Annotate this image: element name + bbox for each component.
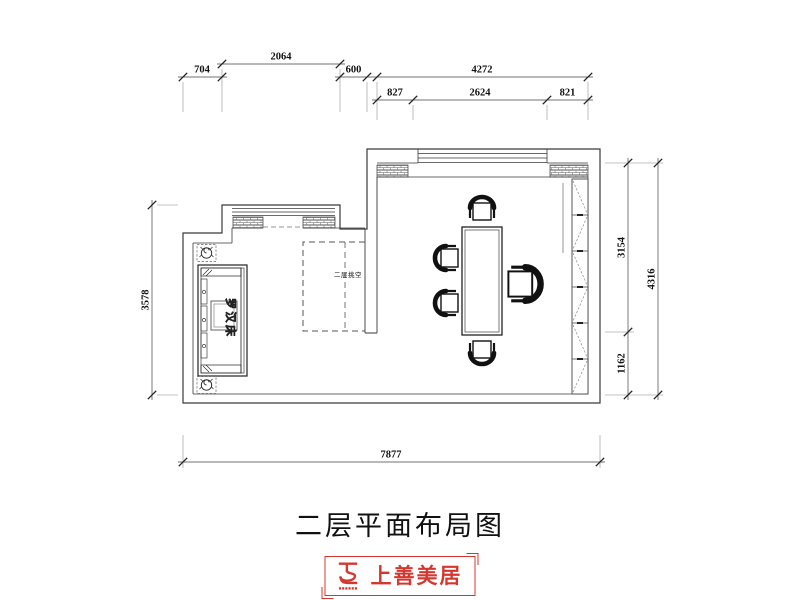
plant-symbol — [196, 244, 217, 262]
plan-title: 二层平面布局图 — [295, 511, 505, 541]
dim-top-2064: 2064 — [271, 52, 293, 63]
void-area: 二层挑空 — [302, 241, 365, 332]
window-right — [376, 153, 589, 178]
void-label: 二层挑空 — [334, 270, 362, 279]
walls — [182, 148, 601, 404]
dim-top-827: 827 — [387, 88, 403, 99]
dim-right-1162: 1162 — [617, 353, 628, 373]
dim-right-3154: 3154 — [617, 236, 628, 258]
plant-symbol — [196, 376, 217, 394]
logo: 上善美居 — [321, 553, 479, 599]
dim-top-821: 821 — [560, 88, 576, 99]
partition-wall — [364, 177, 378, 334]
dim-left-3578: 3578 — [141, 290, 152, 311]
logo-name: 上善美居 — [370, 564, 463, 588]
dimension-lines: 704 2064 600 4272 827 2624 821 3578 3154… — [141, 52, 663, 468]
dim-right-4316: 4316 — [647, 269, 658, 290]
logo-tagline-marks — [338, 587, 358, 590]
dim-top-600: 600 — [346, 65, 362, 76]
logo-monogram-icon — [338, 562, 358, 590]
bed: 罗汉床 — [197, 264, 248, 377]
dim-bottom-7877: 7877 — [381, 450, 402, 461]
dim-top-704: 704 — [194, 65, 211, 76]
dim-top-2624: 2624 — [470, 88, 492, 99]
dining-table — [461, 226, 503, 336]
dim-top-4272: 4272 — [472, 65, 493, 76]
bed-label: 罗汉床 — [224, 298, 238, 339]
outer-wall — [182, 148, 601, 404]
wardrobe-cabinet — [562, 178, 589, 395]
window-left — [232, 208, 336, 229]
